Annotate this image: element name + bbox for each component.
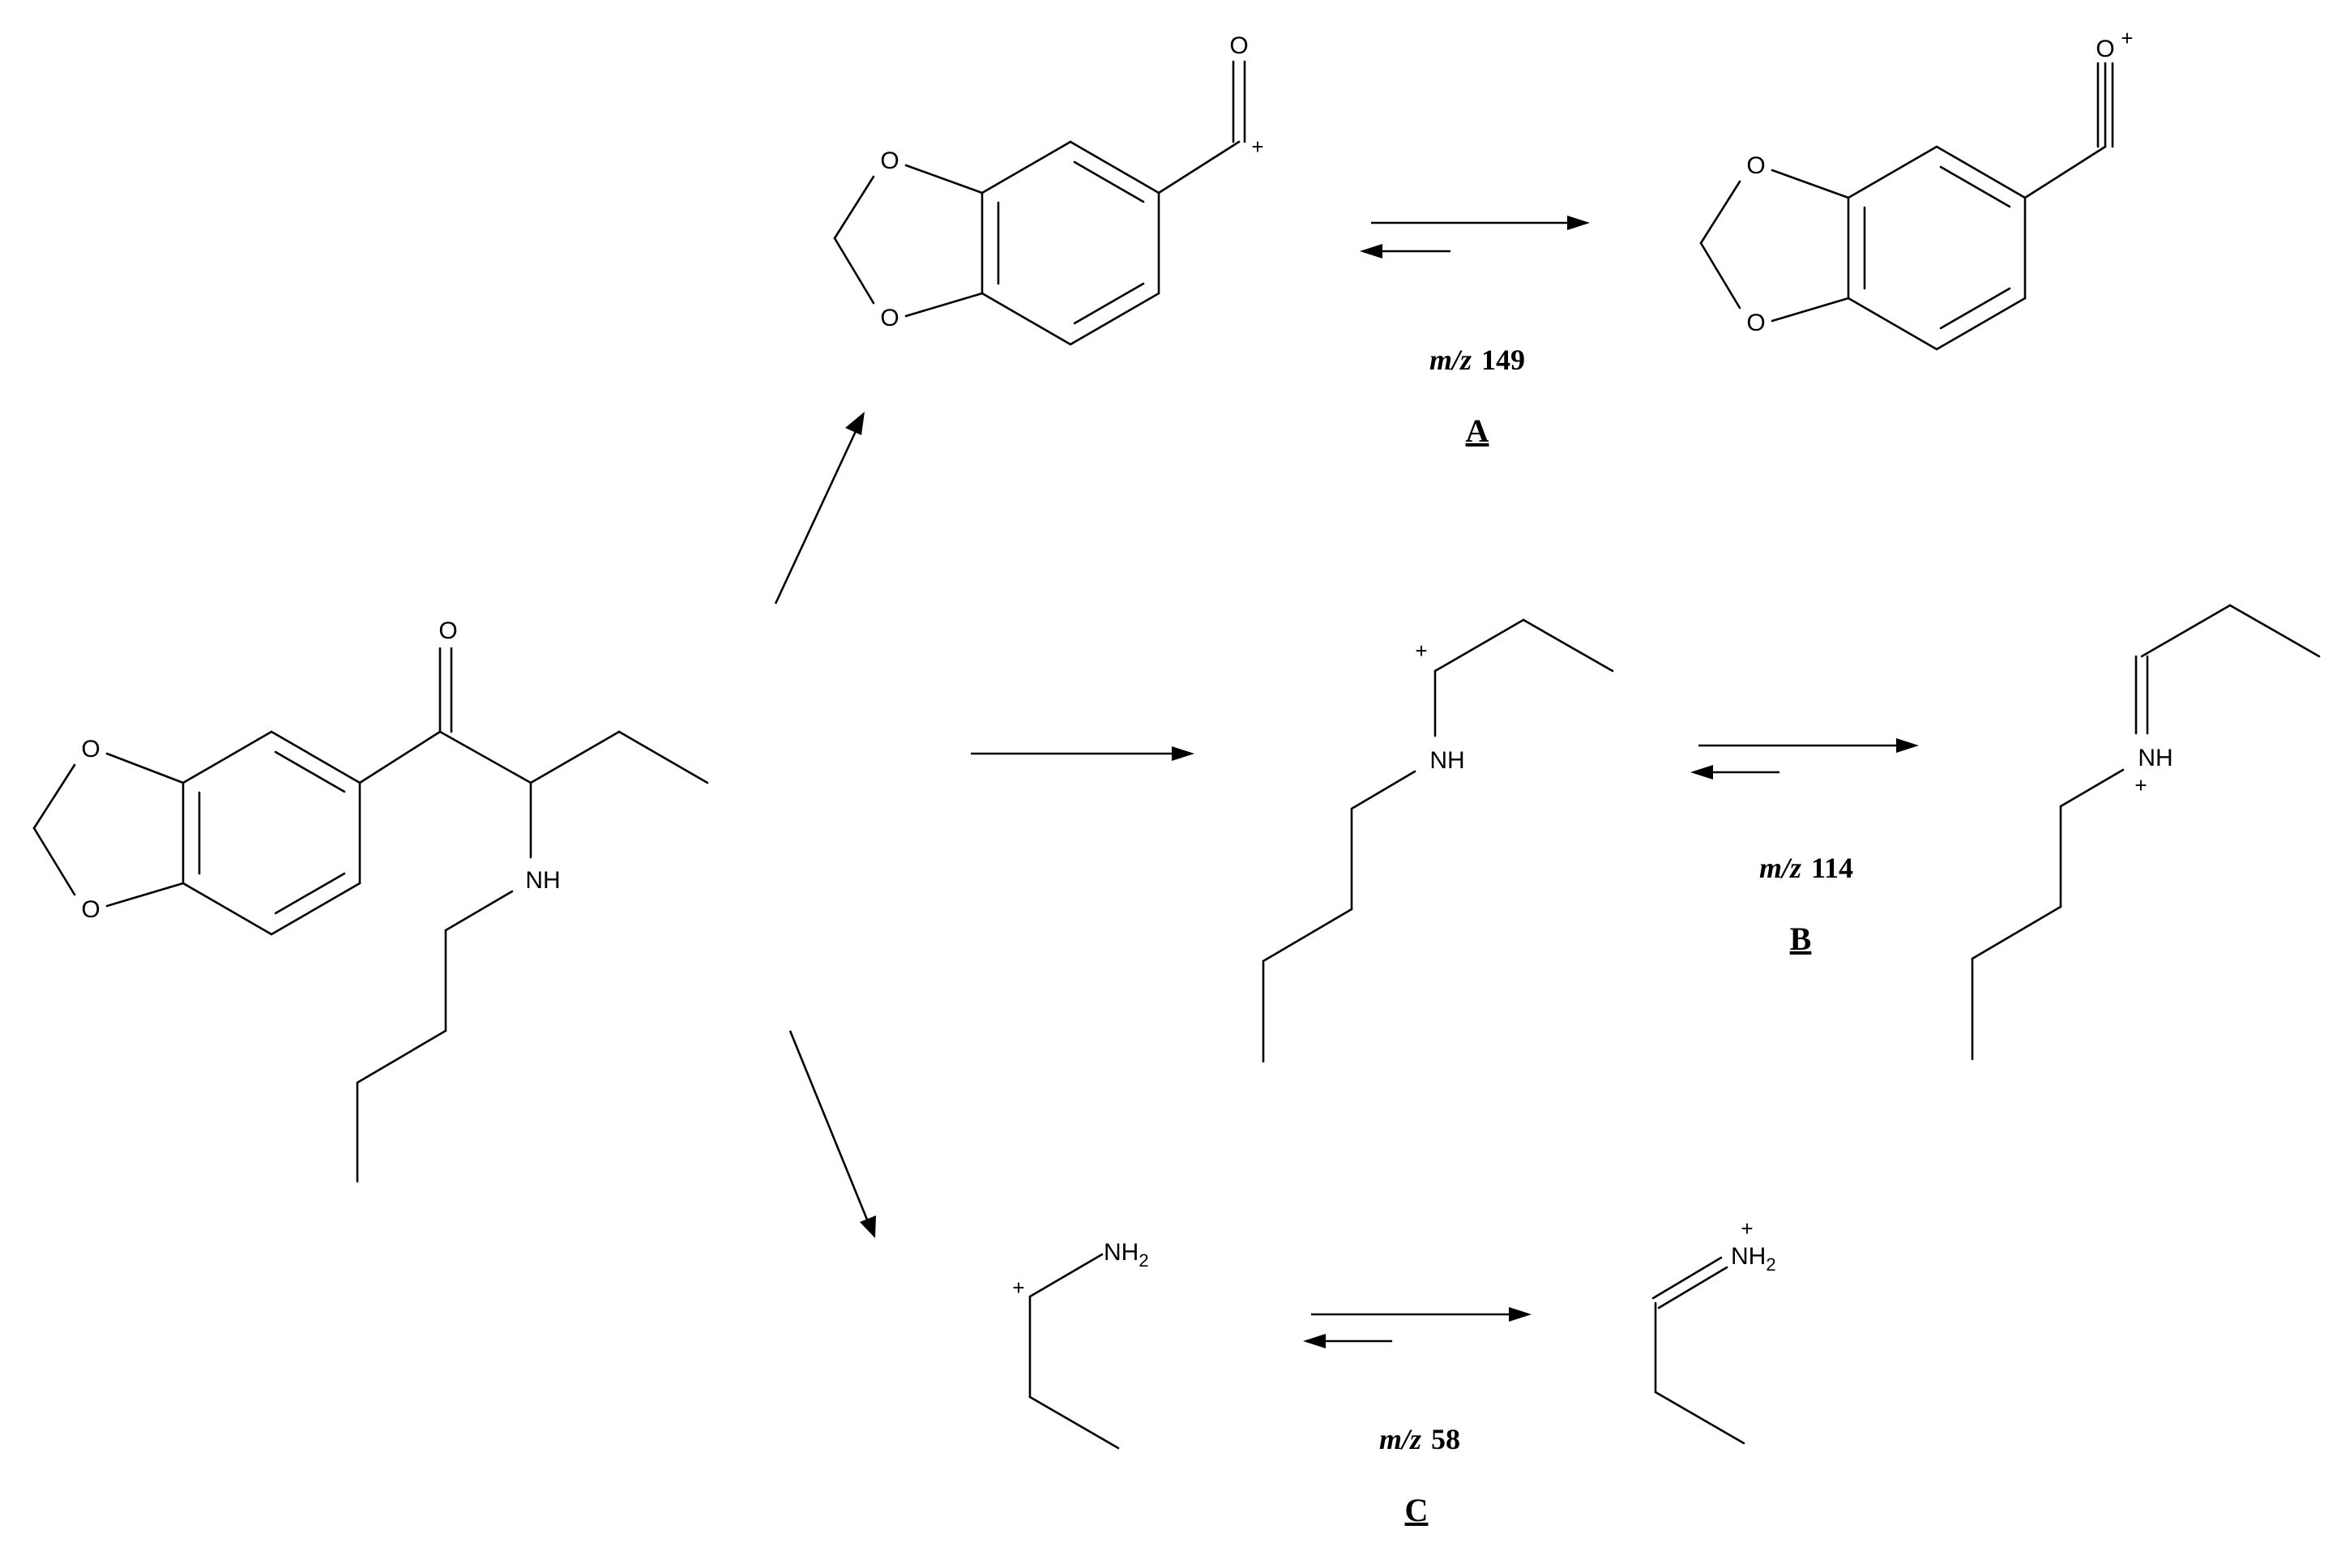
fragment-b1-positive-charge: + bbox=[1415, 639, 1427, 663]
fragment-a-mz-prefix: m/z bbox=[1429, 344, 1472, 376]
fragment-a-mz-value: 149 bbox=[1481, 344, 1525, 376]
fragment-b-mz-prefix: m/z bbox=[1759, 852, 1801, 884]
fragment-c-carbocation-form bbox=[1028, 1253, 1120, 1450]
fragment-c-mz-value: 58 bbox=[1431, 1423, 1460, 1455]
fragment-a2-oxygen-upper: O bbox=[1746, 152, 1765, 179]
fragment-b2-positive-charge: + bbox=[2134, 773, 2147, 797]
fragment-c-iminium-form bbox=[1651, 1256, 1745, 1445]
fragment-a1-positive-charge: + bbox=[1251, 135, 1263, 159]
fragment-a-label: A bbox=[1466, 412, 1489, 449]
arrow-to-fragment-c bbox=[788, 1030, 876, 1238]
fragment-c-caption: m/z 58 C bbox=[1379, 1423, 1460, 1528]
arrow-to-fragment-b bbox=[971, 746, 1194, 761]
fragment-a1-oxygen-upper: O bbox=[880, 147, 899, 174]
fragment-a2-oxonium-oxygen: O bbox=[2096, 36, 2114, 62]
equilibrium-arrows-c bbox=[1303, 1307, 1532, 1348]
fragment-c2-subscript: 2 bbox=[1766, 1254, 1775, 1275]
fragment-c1-nh-text: NH bbox=[1104, 1239, 1139, 1266]
fragment-c2-nh-text: NH bbox=[1731, 1243, 1766, 1270]
parent-oxygen-upper: O bbox=[81, 736, 100, 763]
fragment-a-acylium-carbon-form bbox=[833, 60, 1246, 346]
parent-carbonyl-oxygen: O bbox=[438, 617, 457, 644]
fragment-a1-oxygen-lower: O bbox=[880, 305, 899, 331]
fragment-b2-iminium-nh: NH bbox=[2138, 745, 2173, 771]
svg-text:m/z 149: m/z 149 bbox=[1429, 344, 1525, 376]
svg-text:m/z 58: m/z 58 bbox=[1379, 1423, 1460, 1455]
equilibrium-arrows-b bbox=[1690, 738, 1919, 780]
fragment-b1-amine-nh: NH bbox=[1429, 747, 1464, 774]
fragment-b-label: B bbox=[1790, 921, 1812, 957]
fragment-a1-carbonyl-oxygen: O bbox=[1229, 32, 1248, 59]
parent-side-chain bbox=[356, 647, 709, 1183]
fragment-c1-positive-charge: + bbox=[1012, 1275, 1024, 1300]
fragment-c2-iminium-nh2: NH2 bbox=[1731, 1243, 1776, 1275]
fragment-b-mz-value: 114 bbox=[1811, 852, 1853, 884]
fragment-b-iminium-form bbox=[1971, 604, 2321, 1061]
fragment-b-carbocation-form bbox=[1262, 618, 1614, 1063]
fragment-c-mz-prefix: m/z bbox=[1379, 1423, 1421, 1455]
fragment-c1-subscript: 2 bbox=[1139, 1250, 1148, 1271]
fragment-c2-positive-charge: + bbox=[1741, 1216, 1753, 1241]
parent-oxygen-lower: O bbox=[81, 896, 100, 923]
parent-benzodioxole-ring bbox=[32, 730, 361, 936]
arrow-to-fragment-a bbox=[774, 412, 865, 605]
parent-molecule: O O O NH bbox=[32, 617, 709, 1183]
fragment-a2-positive-charge: + bbox=[2121, 26, 2133, 50]
fragment-a-oxonium-form bbox=[1699, 62, 2114, 351]
fragment-a-caption: m/z 149 A bbox=[1429, 344, 1525, 449]
svg-text:m/z 114: m/z 114 bbox=[1759, 852, 1853, 884]
equilibrium-arrows-a bbox=[1360, 216, 1590, 258]
fragment-c-label: C bbox=[1405, 1492, 1429, 1528]
fragment-a2-oxygen-lower: O bbox=[1746, 310, 1765, 336]
parent-amine-nh: NH bbox=[525, 867, 560, 894]
fragment-b-caption: m/z 114 B bbox=[1759, 852, 1853, 957]
fragment-c1-amine-nh2: NH2 bbox=[1104, 1239, 1149, 1271]
